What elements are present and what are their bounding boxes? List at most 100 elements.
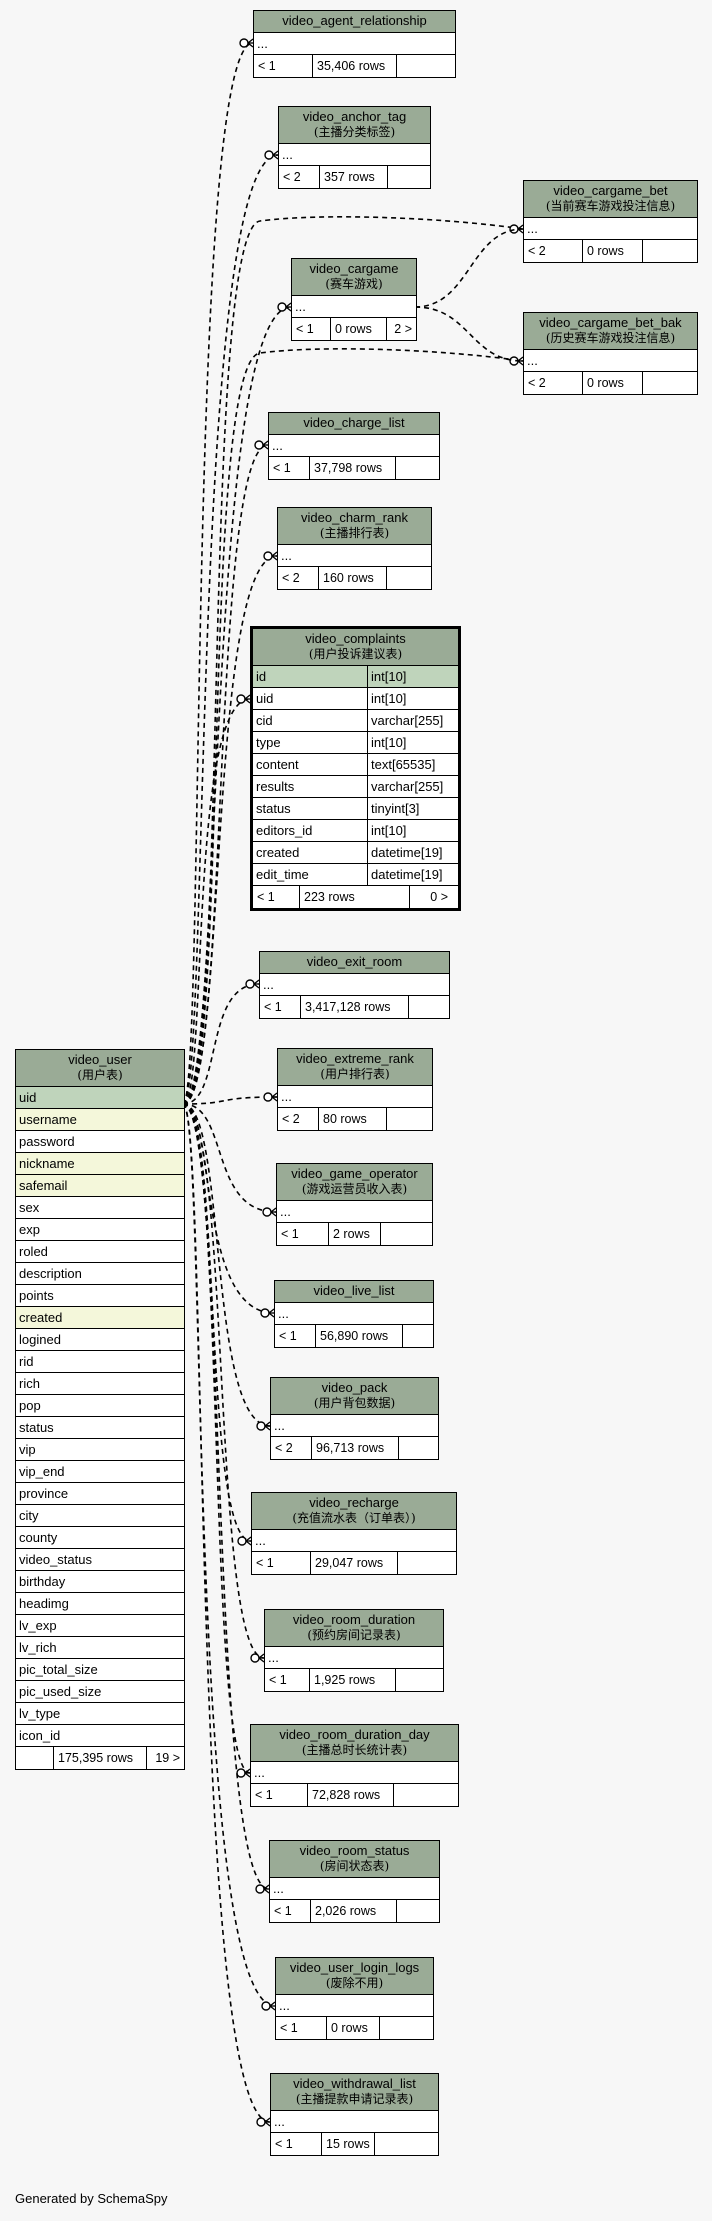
- column-row[interactable]: safemail: [16, 1175, 184, 1197]
- column-row[interactable]: ...: [276, 1995, 433, 2017]
- column-row[interactable]: lv_rich: [16, 1637, 184, 1659]
- column-row[interactable]: password: [16, 1131, 184, 1153]
- column-row[interactable]: pop: [16, 1395, 184, 1417]
- edge-user-to-video-room-duration: [182, 1103, 265, 1659]
- column-row[interactable]: birthday: [16, 1571, 184, 1593]
- column-row[interactable]: ...: [278, 1086, 432, 1108]
- column-row[interactable]: ...: [275, 1303, 433, 1325]
- edge-video-room-duration-crowfoot: [258, 1657, 265, 1663]
- column-row[interactable]: uid: [16, 1087, 184, 1109]
- column-name: ...: [273, 1881, 284, 1896]
- column-row[interactable]: lv_type: [16, 1703, 184, 1725]
- column-row[interactable]: username: [16, 1109, 184, 1131]
- column-row[interactable]: ...: [524, 218, 697, 240]
- row-count: 72,828 rows: [307, 1784, 393, 1806]
- column-row[interactable]: lv_exp: [16, 1615, 184, 1637]
- column-row[interactable]: city: [16, 1505, 184, 1527]
- column-row[interactable]: ...: [524, 350, 697, 372]
- column-row[interactable]: ...: [271, 1415, 438, 1437]
- column-row[interactable]: county: [16, 1527, 184, 1549]
- column-row[interactable]: icon_id: [16, 1725, 184, 1747]
- column-type: datetime[19]: [367, 842, 457, 863]
- column-row[interactable]: sex: [16, 1197, 184, 1219]
- column-row[interactable]: rich: [16, 1373, 184, 1395]
- edge-video-agent-relationship-optional-marker: [239, 38, 249, 48]
- column-row[interactable]: rid: [16, 1351, 184, 1373]
- column-row[interactable]: points: [16, 1285, 184, 1307]
- column-row[interactable]: headimg: [16, 1593, 184, 1615]
- column-row[interactable]: pic_total_size: [16, 1659, 184, 1681]
- column-row[interactable]: vip_end: [16, 1461, 184, 1483]
- column-row[interactable]: ...: [265, 1647, 443, 1669]
- column-row[interactable]: ...: [270, 1878, 439, 1900]
- edge-video-anchor-tag-optional-marker: [264, 150, 274, 160]
- column-row[interactable]: ...: [260, 974, 449, 996]
- column-row[interactable]: province: [16, 1483, 184, 1505]
- column-row[interactable]: video_status: [16, 1549, 184, 1571]
- column-row[interactable]: pic_used_size: [16, 1681, 184, 1703]
- column-row[interactable]: description: [16, 1263, 184, 1285]
- column-row[interactable]: ...: [279, 144, 430, 166]
- column-row[interactable]: ...: [292, 296, 416, 318]
- column-row[interactable]: roled: [16, 1241, 184, 1263]
- column-row[interactable]: ...: [271, 2111, 438, 2133]
- table-header: video_cargame_bet(当前赛车游戏投注信息): [524, 181, 697, 218]
- column-row[interactable]: created: [16, 1307, 184, 1329]
- column-row[interactable]: ...: [269, 435, 439, 457]
- column-row[interactable]: ...: [278, 545, 431, 567]
- column-row[interactable]: ...: [251, 1762, 458, 1784]
- row-count: 0 rows: [582, 240, 642, 262]
- column-row[interactable]: nickname: [16, 1153, 184, 1175]
- children-count: [395, 1669, 443, 1691]
- column-row[interactable]: logined: [16, 1329, 184, 1351]
- column-row[interactable]: vip: [16, 1439, 184, 1461]
- row-count: 0 rows: [582, 372, 642, 394]
- column-row[interactable]: ...: [277, 1201, 432, 1223]
- table-header: video_anchor_tag(主播分类标签): [279, 107, 430, 144]
- column-row[interactable]: ...: [252, 1530, 456, 1552]
- column-name: editors_id: [256, 823, 313, 838]
- children-count: [396, 1900, 439, 1922]
- column-name: pic_total_size: [19, 1662, 98, 1677]
- edge-video-pack-crowfoot: [264, 1421, 271, 1427]
- edge-video-user-login-logs-optional-marker: [261, 2001, 271, 2011]
- edge-video-game-operator-crowfoot: [270, 1207, 277, 1213]
- edge-user-to-video-cargame-bet: [182, 216, 524, 1105]
- column-row[interactable]: status: [16, 1417, 184, 1439]
- row-count: 29,047 rows: [310, 1552, 397, 1574]
- edge-video-user-login-logs-crowfoot: [269, 2001, 276, 2007]
- column-row[interactable]: ...: [254, 33, 455, 55]
- column-row[interactable]: exp: [16, 1219, 184, 1241]
